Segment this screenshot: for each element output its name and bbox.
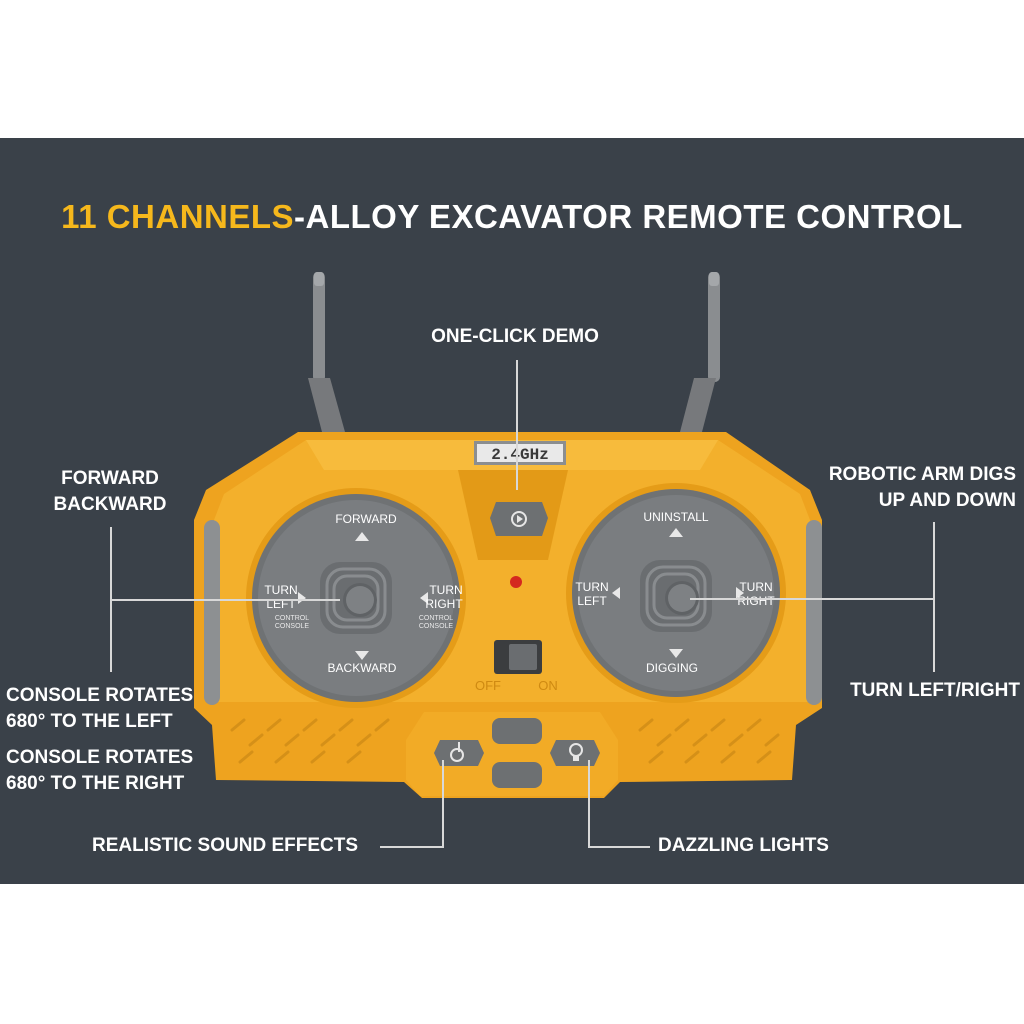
right-dial-turn-right-2: RIGHT <box>737 594 775 608</box>
left-dial-turn-left-1: TURN <box>264 583 297 597</box>
right-antenna <box>680 272 720 432</box>
page-title: 11 CHANNELS-ALLOY EXCAVATOR REMOTE CONTR… <box>0 198 1024 236</box>
lights-callout-vertical <box>588 760 590 846</box>
left-joystick[interactable] <box>320 562 392 634</box>
left-antenna <box>308 272 345 432</box>
arm-callout-vertical <box>933 522 935 672</box>
right-dial-turn-left-2: LEFT <box>577 594 607 608</box>
arm-callout-line <box>690 598 935 600</box>
power-led <box>510 576 522 588</box>
callout-turn-left-right: TURN LEFT/RIGHT <box>850 680 1020 701</box>
sound-callout-line <box>380 846 444 848</box>
sound-button[interactable] <box>434 740 484 766</box>
callout-console-left-2: 680° TO THE LEFT <box>6 711 173 732</box>
right-dial-turn-right-1: TURN <box>739 580 772 594</box>
callout-forward-backward: FORWARD BACKWARD <box>40 466 180 518</box>
callout-console-left: CONSOLE ROTATES 680° TO THE LEFT <box>6 683 216 735</box>
title-highlight: 11 CHANNELS <box>61 198 295 235</box>
play-icon <box>511 511 527 527</box>
switch-on-label: ON <box>538 678 558 693</box>
callout-robotic-arm-2: UP AND DOWN <box>878 490 1016 511</box>
down-button[interactable] <box>492 762 542 788</box>
left-dial-turn-right-2: RIGHT <box>425 597 463 611</box>
sound-callout-vertical <box>442 760 444 846</box>
callout-console-left-1: CONSOLE ROTATES <box>6 685 194 706</box>
callout-robotic-arm-1: ROBOTIC ARM DIGS <box>828 464 1016 485</box>
left-dial-small-left-1: CONTROL <box>275 615 309 622</box>
light-button[interactable] <box>550 740 600 766</box>
frequency-badge: 2.4GHz <box>474 441 566 465</box>
right-joystick[interactable] <box>640 560 712 632</box>
right-dial-turn-left-1: TURN <box>575 580 608 594</box>
callout-lights: DAZZLING LIGHTS <box>658 835 829 856</box>
title-rest: -ALLOY EXCAVATOR REMOTE CONTROL <box>294 198 963 235</box>
forward-callout-vertical <box>110 527 112 672</box>
demo-button[interactable] <box>490 502 548 536</box>
switch-off-label: OFF <box>475 678 501 693</box>
callout-sound-effects: REALISTIC SOUND EFFECTS <box>92 835 359 856</box>
callout-backward: BACKWARD <box>53 494 167 515</box>
forward-callout-line <box>110 599 340 601</box>
left-dial-forward: FORWARD <box>335 512 397 526</box>
lights-callout-line <box>588 846 650 848</box>
up-button[interactable] <box>492 718 542 744</box>
callout-console-right-2: 680° TO THE RIGHT <box>6 773 185 794</box>
callout-console-right-1: CONSOLE ROTATES <box>6 747 194 768</box>
right-dial-uninstall: UNINSTALL <box>643 510 708 524</box>
right-dial-digging: DIGGING <box>646 661 698 675</box>
left-dial-small-right-1: CONTROL <box>419 615 453 622</box>
badge-text: 2.4GHz <box>491 446 549 464</box>
left-dial-small-right-2: CONSOLE <box>419 623 454 630</box>
callout-console-right: CONSOLE ROTATES 680° TO THE RIGHT <box>6 745 216 797</box>
horn-icon <box>450 748 464 762</box>
power-switch[interactable] <box>494 640 542 674</box>
callout-forward: FORWARD <box>61 468 159 489</box>
callout-one-click-demo: ONE-CLICK DEMO <box>431 326 599 347</box>
left-dial-backward: BACKWARD <box>328 661 397 675</box>
left-dial-small-left-2: CONSOLE <box>275 623 310 630</box>
demo-callout-line <box>516 360 518 490</box>
callout-robotic-arm: ROBOTIC ARM DIGS UP AND DOWN <box>796 462 1016 514</box>
left-dial-turn-right-1: TURN <box>429 583 462 597</box>
button-pad <box>406 712 618 796</box>
